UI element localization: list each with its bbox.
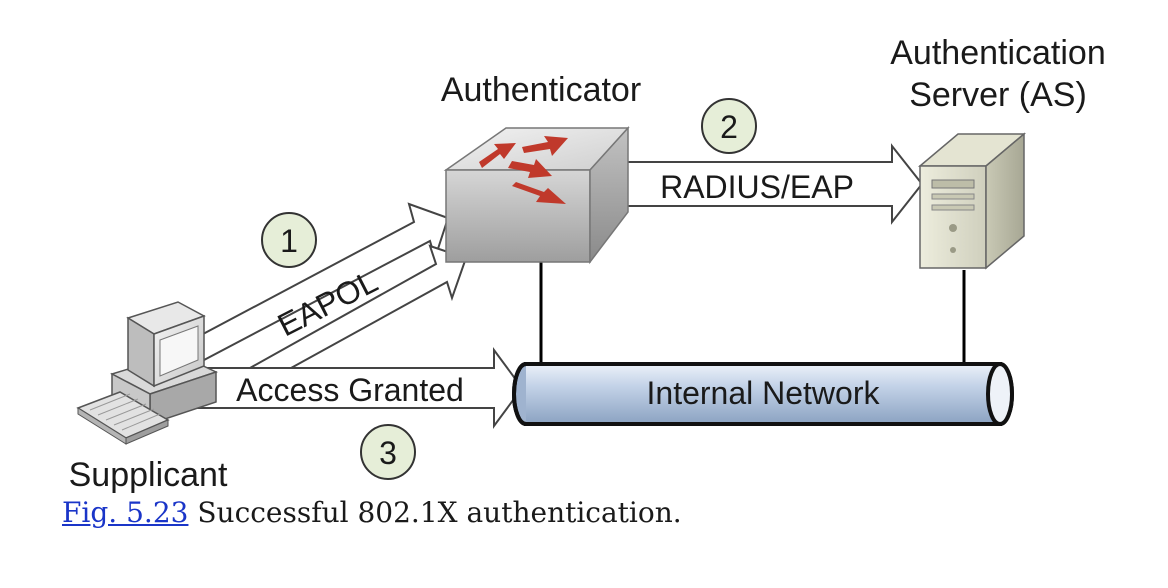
computer-icon (76, 301, 219, 445)
step-2-label: 2 (720, 109, 738, 145)
radius-arrow (609, 143, 924, 225)
eapol-arrow (186, 202, 450, 362)
figure-caption: Fig. 5.23 Successful 802.1X authenticati… (62, 496, 682, 529)
supplicant-label: Supplicant (69, 456, 228, 494)
step-3-label: 3 (379, 435, 397, 471)
server-icon (917, 132, 1027, 270)
step-1-label: 1 (280, 223, 298, 259)
server-label-line2: Server (AS) (909, 76, 1087, 114)
internal-network-pipe (512, 362, 1014, 426)
internal-network-label: Internal Network (647, 375, 881, 411)
access-granted-arrow (189, 346, 524, 430)
figure-link[interactable]: Fig. 5.23 (62, 496, 189, 529)
authenticator-label: Authenticator (441, 71, 641, 109)
server-label-line1: Authentication (890, 34, 1106, 72)
step-3-badge: 3 (360, 424, 416, 480)
caption-text: Successful 802.1X authentication. (188, 496, 682, 529)
step-2-badge: 2 (701, 98, 757, 154)
radius-eap-label: RADIUS/EAP (660, 169, 854, 205)
switch-icon (443, 126, 630, 265)
access-granted-label: Access Granted (236, 372, 464, 408)
step-1-badge: 1 (261, 212, 317, 268)
